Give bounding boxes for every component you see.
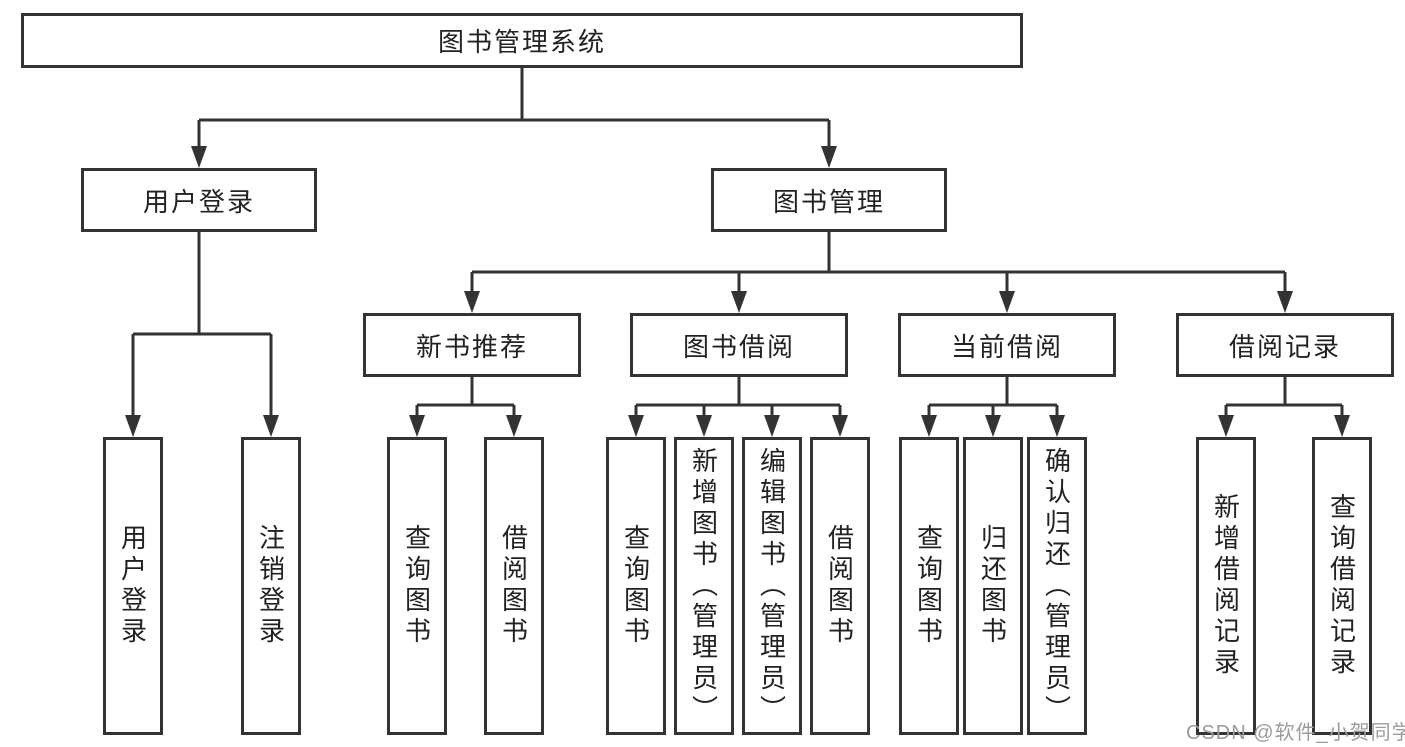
arrow-icon [985, 415, 1001, 437]
arrow-icon [921, 415, 937, 437]
node-user-login: 用户登录 [81, 168, 317, 232]
leaf-borrow-books-2: 借阅图书 [810, 437, 870, 735]
arrow-icon [125, 415, 141, 437]
leaf-add-borrow-record: 新增借阅记录 [1196, 437, 1256, 735]
arrow-icon [731, 291, 747, 313]
leaf-return-book: 归还图书 [963, 437, 1023, 735]
watermark: CSDN @软件_小贺同学 [1186, 722, 1405, 744]
arrow-icon [696, 415, 712, 437]
leaf-logout: 注销登录 [241, 437, 301, 735]
connector-stems [131, 68, 1344, 419]
leaf-query-borrow-record: 查询借阅记录 [1312, 437, 1372, 735]
arrow-icon [1049, 415, 1065, 437]
leaf-query-books-2: 查询图书 [606, 437, 666, 735]
leaf-confirm-return-admin: 确认归还（管理员） [1027, 437, 1087, 735]
arrow-icon [1334, 415, 1350, 437]
node-library-management-system: 图书管理系统 [21, 13, 1023, 68]
arrow-icon [506, 415, 522, 437]
arrow-icon [464, 291, 480, 313]
arrow-icon [1218, 415, 1234, 437]
leaf-add-book-admin: 新增图书（管理员） [674, 437, 734, 735]
arrow-icon [191, 146, 207, 168]
node-current-borrow: 当前借阅 [898, 313, 1116, 377]
node-book-borrow: 图书借阅 [630, 313, 848, 377]
node-new-book-recommend: 新书推荐 [363, 313, 581, 377]
leaf-user-login: 用户登录 [103, 437, 163, 735]
leaf-query-books-1: 查询图书 [387, 437, 447, 735]
leaf-query-books-3: 查询图书 [899, 437, 959, 735]
arrow-icon [764, 415, 780, 437]
arrow-icon [1277, 291, 1293, 313]
arrow-icon [821, 146, 837, 168]
arrow-icon [409, 415, 425, 437]
node-book-management: 图书管理 [711, 168, 947, 232]
leaf-edit-book-admin: 编辑图书（管理员） [742, 437, 802, 735]
arrow-icon [263, 415, 279, 437]
leaf-borrow-books-1: 借阅图书 [484, 437, 544, 735]
node-borrow-records: 借阅记录 [1176, 313, 1394, 377]
arrow-icon [628, 415, 644, 437]
arrow-icon [999, 291, 1015, 313]
arrow-icon [832, 415, 848, 437]
